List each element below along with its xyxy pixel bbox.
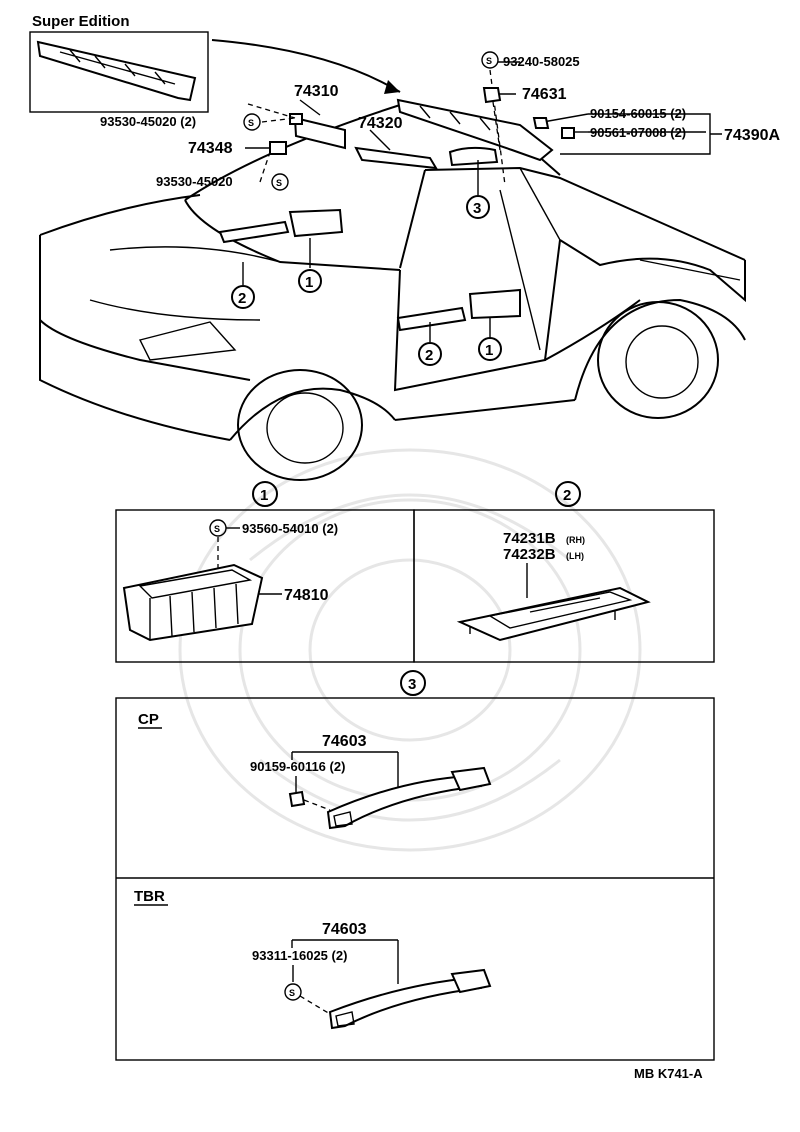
screw-symbol-93240: S xyxy=(481,51,499,69)
pull-handle-74231b xyxy=(456,586,651,642)
callout-2-door: 2 xyxy=(418,342,442,366)
svg-text:3: 3 xyxy=(473,200,481,217)
part-74320: 74320 xyxy=(358,115,403,132)
car-body xyxy=(39,103,746,481)
part-93530-pair: 93530-45020 (2) xyxy=(100,114,196,129)
screw-symbol-93560: S xyxy=(209,519,227,537)
svg-text:2: 2 xyxy=(425,347,433,364)
sunvisor-74320 xyxy=(354,146,438,170)
part-93240: 93240-58025 xyxy=(503,54,580,69)
part-74232b: 74232B xyxy=(503,546,556,563)
part-93530-single: 93530-45020 xyxy=(156,174,233,189)
svg-text:1: 1 xyxy=(260,487,268,504)
part-74810: 74810 xyxy=(284,587,329,604)
svg-text:S: S xyxy=(214,524,220,534)
svg-text:S: S xyxy=(248,118,254,128)
detail-box-3 xyxy=(115,697,715,1061)
svg-text:S: S xyxy=(486,56,492,66)
callout-2-front: 2 xyxy=(231,285,255,309)
svg-text:2: 2 xyxy=(563,487,571,504)
tbr-assy-74603: 74603 xyxy=(322,921,367,938)
svg-text:S: S xyxy=(289,988,295,998)
part-74231b: 74231B xyxy=(503,530,556,547)
svg-text:S: S xyxy=(276,178,282,188)
callout-3-car: 3 xyxy=(466,195,490,219)
tag-rh: (RH) xyxy=(566,535,585,545)
screw-90154 xyxy=(532,117,550,129)
pull-handle-door xyxy=(396,306,467,332)
clip-74631 xyxy=(482,87,502,104)
part-74348: 74348 xyxy=(188,140,233,157)
cp-bolt-90159: 90159-60116 (2) xyxy=(250,759,345,774)
svg-text:1: 1 xyxy=(305,274,313,291)
part-74310: 74310 xyxy=(294,83,339,100)
tag-lh: (LH) xyxy=(566,551,584,561)
detail-box-2 xyxy=(413,509,715,663)
cp-bracket xyxy=(291,751,399,790)
tbr-bracket xyxy=(291,939,399,984)
callout-1-door: 1 xyxy=(478,337,502,361)
inset-arrow xyxy=(211,39,401,93)
roof-spoiler-74390a xyxy=(396,98,554,162)
part-90154: 90154-60015 (2) xyxy=(590,106,686,121)
edition-label: Super Edition xyxy=(32,13,130,30)
sunvisor-74310 xyxy=(293,116,346,150)
cp-assy-74603: 74603 xyxy=(322,733,367,750)
diagram-code: MB K741-A xyxy=(634,1066,703,1081)
svg-text:2: 2 xyxy=(238,290,246,307)
pocket-front xyxy=(288,208,344,238)
nut-90561 xyxy=(561,127,575,139)
inset-arrowhead xyxy=(384,80,400,94)
svg-text:1: 1 xyxy=(485,342,493,359)
tbr-screw-93311: 93311-16025 (2) xyxy=(252,948,347,963)
part-74631: 74631 xyxy=(522,86,567,103)
part-93560: 93560-54010 (2) xyxy=(242,521,338,536)
screw-symbol-93530b: S xyxy=(271,173,289,191)
pocket-74810 xyxy=(122,563,264,642)
holder-74348 xyxy=(269,141,287,155)
callout-2-header: 2 xyxy=(555,481,581,507)
callout-3-header: 3 xyxy=(400,670,426,696)
pull-handle-front xyxy=(218,220,290,244)
assist-grip-roof xyxy=(448,146,499,167)
tbr-screw-symbol: S xyxy=(284,983,331,1015)
part-90561: 90561-07008 (2) xyxy=(590,125,686,140)
screw-symbol-93530a: S xyxy=(243,113,261,131)
super-edition-inset xyxy=(29,31,209,113)
variant-tbr: TBR xyxy=(134,888,165,905)
super-edition-spoiler xyxy=(36,40,197,102)
pocket-door xyxy=(468,288,521,320)
svg-text:3: 3 xyxy=(408,676,416,693)
callout-1-front: 1 xyxy=(298,269,322,293)
variant-cp: CP xyxy=(138,711,159,728)
part-74390a: 74390A xyxy=(724,127,780,144)
callout-1-header: 1 xyxy=(252,481,278,507)
cp-assist-grip xyxy=(326,766,492,830)
tbr-assist-grip xyxy=(328,968,492,1030)
cp-bolt-symbol xyxy=(288,790,331,811)
